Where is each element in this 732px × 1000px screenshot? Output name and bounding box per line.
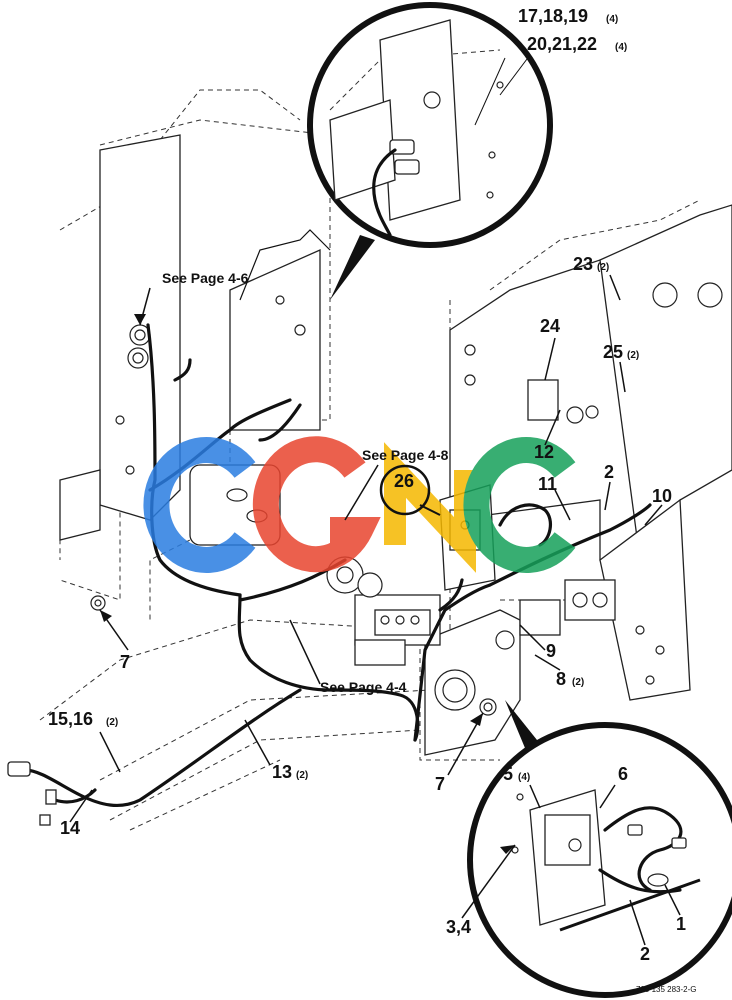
callout-14: 14 <box>60 818 80 838</box>
callout-3-4: 3,4 <box>446 917 471 937</box>
qty-23: (2) <box>597 262 609 273</box>
qty-13: (2) <box>296 770 308 781</box>
callout-10: 10 <box>652 486 672 506</box>
qty-15-16: (2) <box>106 717 118 728</box>
callout-17-18-19: 17,18,19 <box>518 6 588 26</box>
callout-25: 25 <box>603 342 623 362</box>
callout-5: 5 <box>503 764 513 784</box>
callout-8: 8 <box>556 669 566 689</box>
callout-2-lower: 2 <box>640 944 650 964</box>
callout-labels: 17,18,19 (4) 20,21,22 (4) See Page 4-6 2… <box>48 6 697 994</box>
callout-7-bottom: 7 <box>435 774 445 794</box>
see-page-4-8: See Page 4-8 <box>362 447 449 463</box>
qty-20-21-22: (4) <box>615 42 627 53</box>
wiring-harness <box>23 323 652 807</box>
figure-id: 700 135 283-2-G <box>636 985 697 994</box>
detail-view-top <box>307 2 553 300</box>
qty-17-18-19: (4) <box>606 14 618 25</box>
callout-7-left: 7 <box>120 652 130 672</box>
qty-25: (2) <box>627 350 639 361</box>
watermark <box>143 436 576 573</box>
detail-view-bottom <box>467 700 732 998</box>
qty-8: (2) <box>572 677 584 688</box>
center-frame-panel <box>229 229 331 431</box>
callout-13: 13 <box>272 762 292 782</box>
left-side-panel <box>59 134 181 541</box>
callout-11: 11 <box>538 474 557 494</box>
callout-12: 12 <box>534 442 554 462</box>
callout-26: 26 <box>394 471 414 491</box>
callout-15-16: 15,16 <box>48 709 93 729</box>
right-frame-panel <box>449 204 732 701</box>
callout-6: 6 <box>618 764 628 784</box>
lower-front-panel <box>424 609 521 756</box>
see-page-4-6: See Page 4-6 <box>162 270 249 286</box>
callout-20-21-22: 20,21,22 <box>527 34 597 54</box>
leader-lines <box>69 54 681 946</box>
callout-2-upper: 2 <box>604 462 614 482</box>
callout-24: 24 <box>540 316 560 336</box>
see-page-4-4: See Page 4-4 <box>320 679 407 695</box>
harness-connectors <box>7 595 497 826</box>
qty-5: (4) <box>518 772 530 783</box>
callout-1: 1 <box>676 914 686 934</box>
sensor-bracket <box>527 379 599 424</box>
arrow-heads <box>100 314 515 854</box>
callout-9: 9 <box>546 641 556 661</box>
callout-23: 23 <box>573 254 593 274</box>
valve-cluster-right <box>519 579 616 636</box>
